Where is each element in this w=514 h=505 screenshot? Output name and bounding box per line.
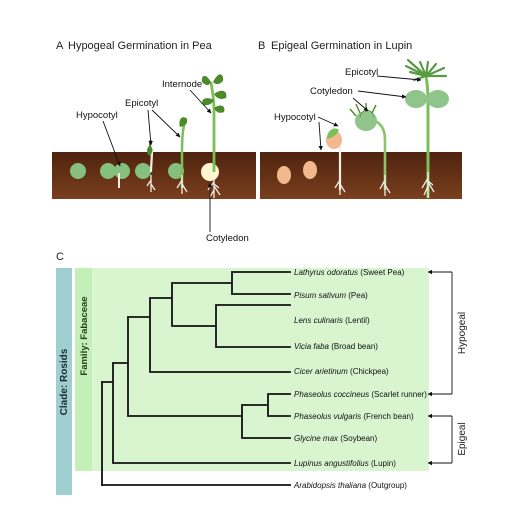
taxon-label: Lens culinaris (Lentil) (294, 316, 370, 325)
arrow-internode (189, 89, 212, 114)
pea-seedling-3 (201, 74, 227, 198)
node-lathyrus-pisum (171, 271, 291, 295)
taxon-label: Lupinus angustifolius (Lupin) (294, 459, 396, 468)
epigeal-label: Epigeal (457, 422, 468, 455)
taxon-label: Cicer arietinum (Chickpea) (294, 367, 389, 376)
node-lens-vicia (149, 283, 291, 348)
node-papilionoid (112, 317, 243, 417)
panel-c-letter: C (56, 251, 64, 263)
lupin-seed-1 (277, 166, 291, 184)
hypogeal-bracket: Hypogeal (427, 269, 468, 397)
label-internode: Internode (162, 79, 202, 90)
node-fabaceae (101, 363, 291, 464)
panel-a-title: Hypogeal Germination in Pea (68, 40, 213, 52)
hypogeal-label: Hypogeal (457, 312, 468, 354)
arrow-hypocotyl-b-1 (318, 121, 323, 151)
pea-seedling-2 (168, 117, 188, 194)
arrow-hypocotyl-a (102, 120, 121, 167)
label-hypocotyl-b: Hypocotyl (274, 112, 316, 123)
panel-b-letter: B (258, 40, 265, 52)
pea-seed-1 (70, 163, 86, 179)
arrow-epicotyl-a-2 (151, 109, 181, 138)
label-cotyledon-b: Cotyledon (310, 86, 353, 97)
lupin-seedling-2 (349, 103, 391, 196)
panel-b: B Epigeal Germination in Lupin Hypocotyl (258, 40, 462, 199)
pea-seed-2 (100, 163, 116, 179)
taxon-label: Vicia faba (Broad bean) (294, 342, 378, 351)
phylogenetic-tree (101, 271, 291, 486)
panel-a-letter: A (56, 40, 64, 52)
taxon-label: Phaseolus vulgaris (French bean) (294, 412, 414, 421)
node-phaseoleae (241, 393, 291, 439)
epigeal-bracket: Epigeal (427, 413, 468, 466)
arrow-cotyledon-b-2 (357, 90, 407, 99)
taxon-label: Phaseolus coccineus (Scarlet runner) (294, 390, 427, 399)
label-hypocotyl-a: Hypocotyl (76, 110, 118, 121)
lupin-seed-2 (303, 161, 317, 179)
pea-seed-3 (114, 163, 130, 188)
pea-cotyledon (201, 163, 219, 181)
family-bar (75, 268, 92, 471)
clade-label: Clade: Rosids (59, 348, 70, 415)
label-epicotyl-b: Epicotyl (345, 67, 378, 78)
arrow-epicotyl-a-1 (147, 109, 153, 146)
label-cotyledon-a: Cotyledon (206, 233, 249, 244)
panel-a: A Hypogeal Germination in Pea (52, 40, 256, 244)
taxon-label: Pisum sativum (Pea) (294, 291, 368, 300)
taxon-label: Arabidopsis thaliana (Outgroup) (293, 481, 407, 490)
arrow-epicotyl-b (376, 75, 422, 82)
taxon-label: Lathyrus odoratus (Sweet Pea) (294, 268, 405, 277)
panel-c: C Clade: Rosids Family: Fabaceae Lathyru… (56, 251, 468, 495)
clade-bar (56, 268, 72, 495)
lupin-seedling-1 (326, 126, 346, 195)
arrow-cotyledon-b-1 (352, 97, 369, 112)
taxon-label: Glycine max (Soybean) (294, 434, 377, 443)
soil-bed-a (52, 152, 256, 199)
pea-seedling-1 (135, 139, 156, 192)
node-cicer (127, 298, 291, 373)
label-epicotyl-a: Epicotyl (125, 98, 158, 109)
panel-b-title: Epigeal Germination in Lupin (271, 40, 412, 52)
arrow-hypocotyl-b-2 (317, 116, 339, 127)
family-label: Family: Fabaceae (79, 296, 90, 375)
